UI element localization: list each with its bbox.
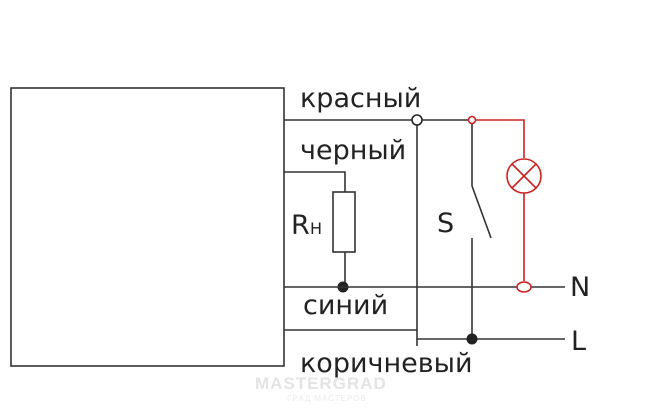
device-box (10, 87, 285, 367)
switch-blade (471, 185, 492, 239)
label-brown: коричневый (300, 348, 473, 379)
resistor (332, 191, 356, 253)
neutral-label: N (570, 272, 590, 303)
line-label: L (571, 326, 586, 357)
lamp-icon (506, 158, 542, 194)
red-terminal-bottom (516, 281, 532, 293)
resistor-label-sub: Н (310, 219, 322, 238)
watermark-tagline: ГРАД МАСТЕРОВ (287, 394, 367, 403)
label-blue: синий (303, 290, 388, 321)
junction-dot-line (466, 333, 478, 345)
black-wire (284, 171, 346, 192)
label-red: красный (300, 83, 421, 114)
lamp-wire-top (472, 119, 525, 158)
watermark-brand: MASTERGRAD (255, 374, 387, 393)
resistor-label: R (291, 210, 310, 241)
red-terminal-top (467, 115, 477, 125)
label-black: черный (300, 135, 406, 166)
open-terminal (411, 114, 423, 126)
switch-label: S (437, 208, 454, 239)
